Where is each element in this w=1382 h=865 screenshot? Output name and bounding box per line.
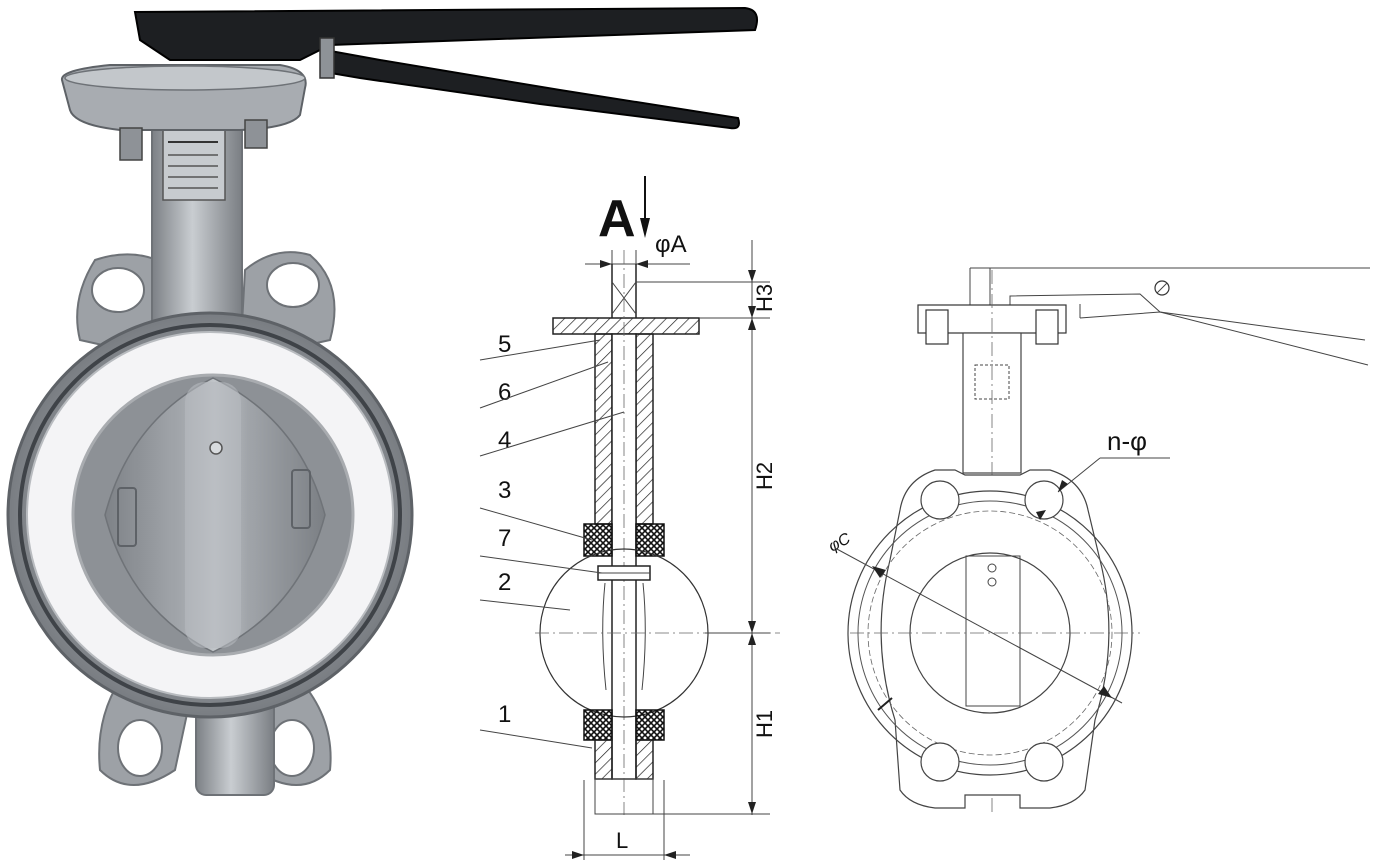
part-2: 2: [498, 569, 511, 596]
section-seal-upper-right: [635, 523, 665, 557]
front-body-outline: [880, 469, 1110, 809]
dim-h3: H3: [752, 284, 777, 312]
part-5: 5: [498, 331, 511, 358]
section-neck-right: [635, 333, 654, 525]
part-3: 3: [498, 477, 511, 504]
bolt-holes: [920, 480, 1064, 782]
section-top-flange: [552, 317, 700, 335]
dim-h1: H1: [752, 710, 777, 738]
section-seal-lower-left: [583, 709, 613, 741]
dim-l: L: [616, 828, 628, 853]
section-seal-lower-right: [635, 709, 665, 741]
dim-h2: H2: [752, 462, 777, 490]
section-view: A φA: [479, 176, 780, 860]
part-7: 7: [498, 525, 511, 552]
lever-handle: [133, 6, 758, 130]
pcd-label: φC: [826, 530, 854, 556]
section-neck-left: [594, 333, 613, 525]
bore-label: φA: [655, 231, 687, 258]
section-seal-upper-left: [583, 523, 613, 557]
hole-label: n-φ: [1107, 426, 1147, 456]
dimension-l: L: [565, 780, 690, 860]
nameplate: [162, 129, 226, 201]
front-handle: [969, 267, 1370, 366]
part-6: 6: [498, 379, 511, 406]
view-label-a: A: [598, 190, 636, 248]
front-view: n-φ φC: [826, 267, 1370, 815]
view-arrow-icon: [640, 176, 650, 238]
vertical-dimensions: H3 H2 H1: [636, 240, 777, 815]
valve-photo: [6, 6, 758, 796]
part-labels: 5 6 4 3 7 2 1: [479, 331, 625, 749]
part-1: 1: [498, 701, 511, 728]
